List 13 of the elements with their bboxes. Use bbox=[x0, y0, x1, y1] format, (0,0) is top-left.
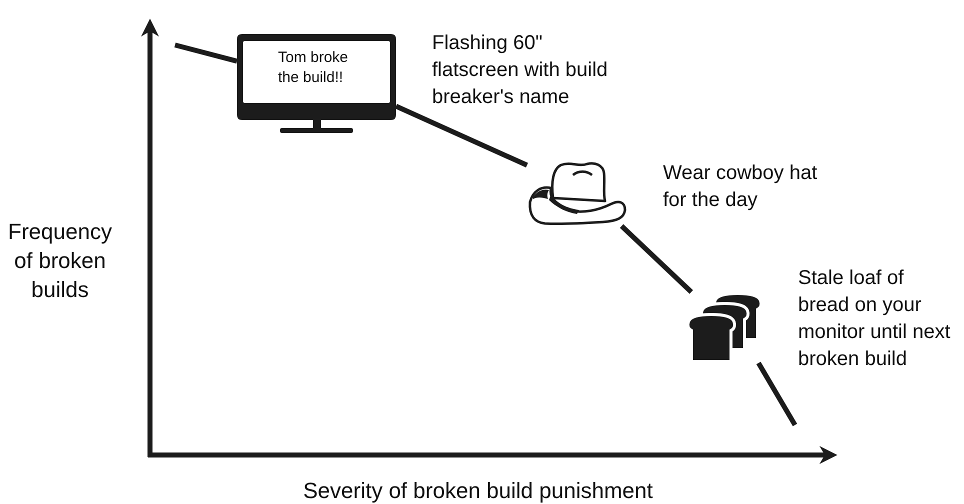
trend-line bbox=[174, 42, 238, 64]
trend-line bbox=[756, 362, 798, 426]
screen-text: Tom broke the build!! bbox=[278, 48, 350, 88]
bread-slices-picture bbox=[686, 292, 763, 363]
monitor-drawing bbox=[237, 34, 396, 133]
axis-label: Severity of broken build punishment bbox=[303, 478, 653, 503]
cowboy-hat-picture bbox=[527, 160, 627, 226]
axis-label: Frequency of broken builds bbox=[7, 218, 113, 304]
trend-line bbox=[620, 224, 694, 294]
caption-text: Flashing 60" flatscreen with build breaker's name bbox=[432, 31, 609, 110]
caption-text: Stale loaf of bread on your monitor until next broken build bbox=[798, 266, 952, 372]
trend-line bbox=[394, 104, 528, 168]
caption-text: Wear cowboy hat for the day bbox=[663, 161, 818, 213]
